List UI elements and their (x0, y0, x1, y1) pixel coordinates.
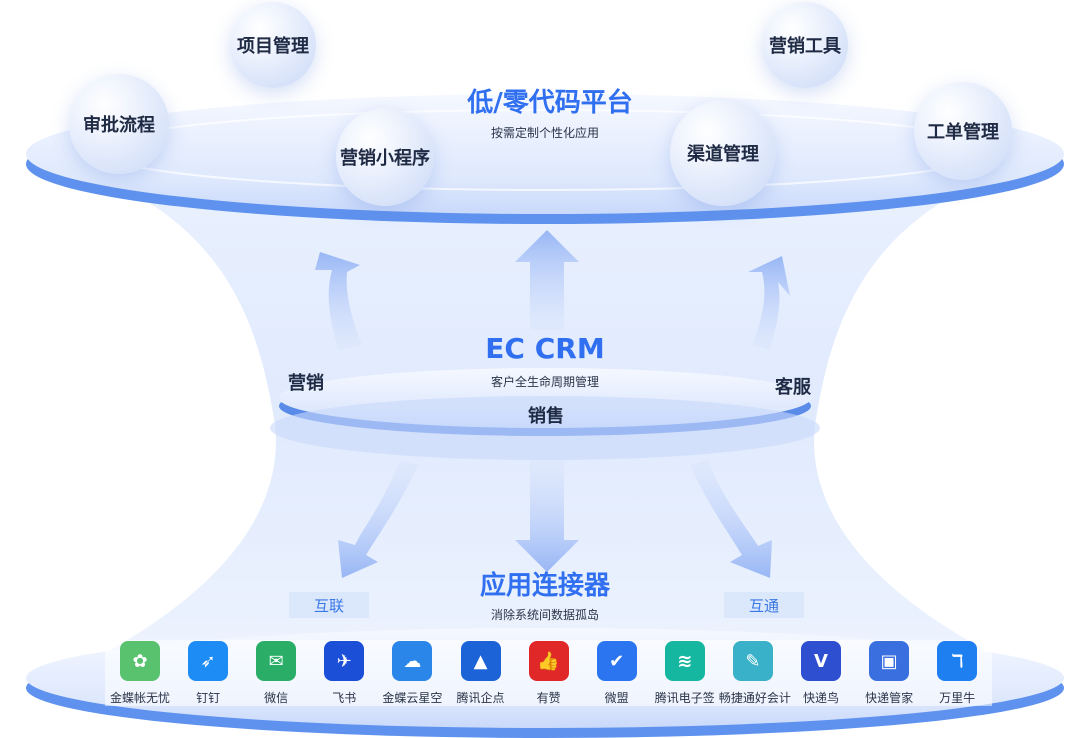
kingdee-zhangwuyou-icon: ✿ (120, 641, 160, 681)
middle-bottom-label: 销售 (528, 406, 564, 427)
wanliniu-icon: ℸ (937, 641, 978, 681)
top-disc (26, 94, 1064, 214)
middle-right-label: 客服 (775, 377, 811, 398)
app-label: 快递鸟 (802, 691, 839, 705)
tencent-qidian-icon: ▲ (460, 641, 501, 681)
feishu-icon: ✈ (324, 641, 365, 681)
app-item: ✎ 畅捷通好会计 (718, 641, 791, 706)
bottom-layer-subtitle: 消除系统间数据孤岛 (490, 608, 599, 622)
dingtalk-icon: ➶ (188, 641, 229, 681)
weimob-icon: ✔ (596, 641, 637, 681)
tencent-esign-icon: ≋ (664, 641, 705, 681)
arrow-up-left (315, 252, 362, 350)
app-item: ≋ 腾讯电子签 (651, 641, 719, 706)
bubble-marketing-tools: 营销工具 (762, 2, 848, 88)
bubble-project-management: 项目管理 (230, 2, 316, 88)
kingdee-cloud-icon: ☁ (392, 641, 433, 681)
arrow-up-right (748, 256, 790, 350)
app-item: ℸ 万里牛 (923, 641, 991, 706)
app-label: 腾讯电子签 (654, 691, 715, 705)
app-item: V 快递鸟 (787, 641, 855, 706)
app-item: ➶ 钉钉 (174, 641, 242, 706)
middle-layer-subtitle: 客户全生命周期管理 (490, 375, 599, 389)
bottom-layer-title: 应用连接器 (479, 571, 610, 601)
app-item: ✿ 金蝶帐无忧 (106, 641, 174, 706)
bubble-ticket-management: 工单管理 (914, 82, 1012, 180)
app-label: 飞书 (332, 691, 357, 705)
tag-interoperate: 互通 (724, 592, 804, 618)
app-item: ▲ 腾讯企点 (447, 641, 515, 706)
arrow-down-right (690, 460, 772, 578)
bubble-approval-process: 审批流程 (69, 74, 169, 174)
youzan-icon: 👍 (528, 641, 569, 681)
app-item: 👍 有赞 (515, 641, 583, 706)
app-label: 万里牛 (939, 691, 976, 705)
app-item: ✈ 飞书 (310, 641, 378, 706)
chanjet-icon: ✎ (732, 641, 773, 681)
arrow-up-center (515, 230, 579, 330)
arrow-down-left (338, 460, 418, 578)
app-label: 金蝶云星空 (382, 691, 443, 705)
app-label: 钉钉 (196, 691, 221, 705)
kuaidi100-icon: ▣ (869, 641, 910, 681)
app-label: 金蝶帐无忧 (109, 691, 170, 705)
top-layer-subtitle: 按需定制个性化应用 (490, 126, 599, 140)
middle-left-label: 营销 (288, 373, 324, 394)
wechat-icon: ✉ (256, 641, 297, 681)
bubble-marketing-miniprogram: 营销小程序 (336, 108, 434, 206)
kdniao-icon: V (801, 641, 841, 681)
app-label: 畅捷通好会计 (718, 691, 791, 705)
app-item: ✔ 微盟 (583, 641, 651, 706)
top-layer-title: 低/零代码平台 (467, 88, 633, 118)
app-label: 微信 (264, 691, 289, 705)
app-item: ▣ 快递管家 (855, 641, 923, 706)
app-label: 腾讯企点 (456, 691, 505, 705)
app-label: 快递管家 (865, 691, 914, 705)
app-item: ☁ 金蝶云星空 (378, 641, 446, 706)
arrow-down-center (515, 460, 579, 572)
app-label: 微盟 (604, 691, 629, 705)
middle-layer-title: EC CRM (485, 332, 605, 365)
app-item: ✉ 微信 (242, 641, 310, 706)
app-label: 有赞 (536, 691, 561, 705)
tag-interconnect: 互联 (289, 592, 369, 618)
bubble-channel-management: 渠道管理 (670, 100, 776, 206)
